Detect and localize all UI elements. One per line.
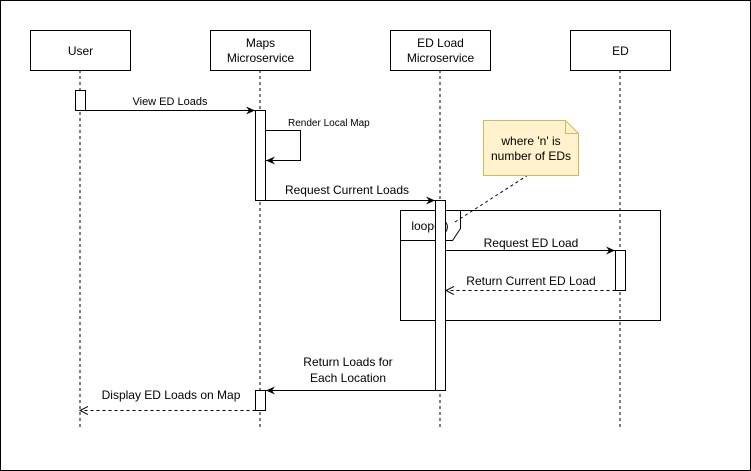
activation-maps-return — [255, 390, 266, 411]
message-view-ed-loads: View ED Loads — [132, 96, 208, 108]
message-return-current-ed-load: Return Current ED Load — [466, 274, 595, 288]
note-fold — [565, 120, 579, 134]
activation-ed — [615, 250, 626, 291]
participant-maps-label-line1: Maps — [246, 36, 275, 50]
message-request-current-loads: Request Current Loads — [285, 183, 409, 197]
note-line2: number of EDs — [491, 149, 571, 163]
participant-ed-load-microservice: ED Load Microservice — [390, 30, 491, 71]
note-connector — [454, 174, 529, 223]
activation-maps — [255, 110, 266, 201]
activation-user — [75, 90, 86, 111]
message-render-local-map-arrow — [265, 130, 301, 165]
note-shape — [483, 120, 579, 176]
message-request-ed-load: Request ED Load — [484, 236, 579, 250]
participant-edload-label-line1: ED Load — [417, 36, 464, 50]
activation-edload — [435, 200, 446, 391]
participant-maps-label-line2: Microservice — [227, 51, 295, 65]
participant-ed-label: ED — [612, 44, 629, 58]
participant-user-label: User — [68, 44, 93, 58]
participant-maps-microservice: Maps Microservice — [210, 30, 311, 71]
participant-edload-label-line2: Microservice — [407, 51, 475, 65]
participant-user: User — [30, 30, 131, 71]
participant-ed: ED — [570, 30, 671, 71]
message-render-local-map: Render Local Map — [288, 118, 370, 129]
note: where 'n' is number of EDs — [483, 120, 579, 176]
message-display-ed-loads: Display ED Loads on Map — [102, 388, 241, 402]
message-return-loads-line1: Return Loads for — [303, 355, 392, 369]
note-line1: where 'n' is — [500, 134, 560, 148]
message-return-loads-line2: Each Location — [310, 371, 386, 385]
